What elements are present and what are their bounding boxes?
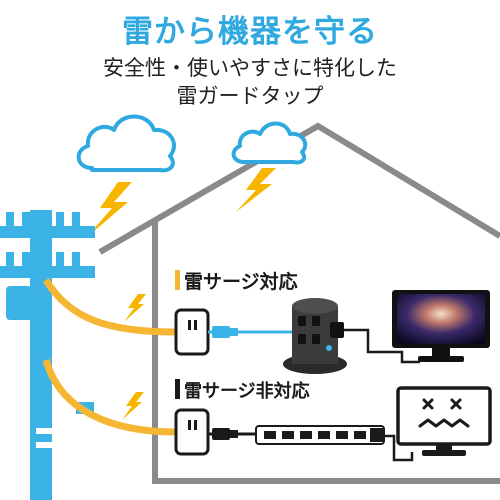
tv-icon	[392, 290, 490, 362]
broken-monitor-icon	[396, 386, 492, 456]
wall-outlet-icon	[174, 408, 210, 456]
label-marker-black	[175, 379, 180, 399]
cloud-icon	[231, 121, 308, 165]
page-title: 雷から機器を守る	[122, 14, 378, 50]
monitor-power-cable	[384, 434, 414, 462]
power-strip-icon	[255, 425, 385, 445]
cloud-icon	[76, 114, 176, 173]
black-power-cable	[208, 428, 256, 440]
lightning-icon	[122, 392, 144, 420]
label-surge-protected: 雷サージ対応	[184, 270, 298, 293]
label-surge-unprotected: 雷サージ非対応	[184, 380, 310, 402]
lightning-icon	[236, 168, 276, 212]
service-wire-bottom	[42, 359, 177, 436]
service-wire-top	[42, 278, 177, 336]
blue-power-cable	[208, 326, 292, 338]
label-marker-orange	[175, 270, 180, 290]
subtitle-line-1: 安全性・使いやすさに特化した	[103, 56, 397, 80]
subtitle-line-2: 雷ガードタップ	[176, 84, 324, 108]
surge-tower-icon	[283, 298, 347, 374]
utility-pole-icon	[0, 210, 95, 500]
wall-outlet-icon	[174, 308, 210, 356]
lightning-icon	[124, 294, 146, 322]
house-wall	[152, 220, 500, 484]
tv-power-cable	[344, 328, 420, 364]
house-outline	[98, 122, 500, 255]
